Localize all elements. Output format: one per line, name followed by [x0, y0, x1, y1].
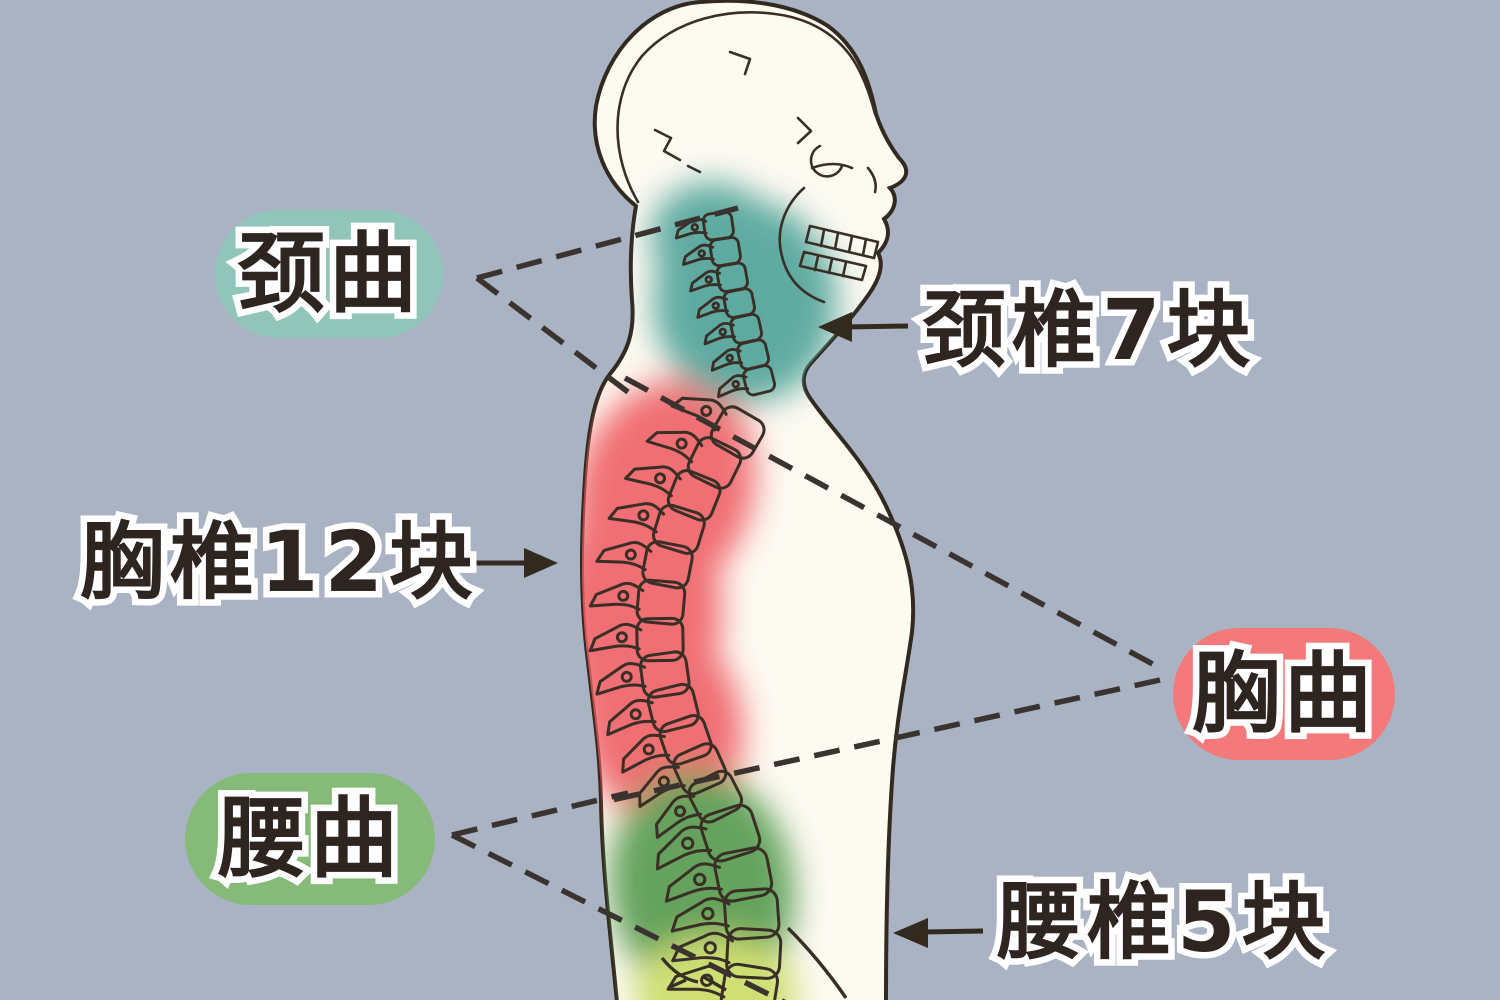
dashed-cervical-upper — [476, 205, 739, 281]
cervical-highlight — [650, 182, 774, 290]
lumbar-curve-badge: 腰曲 腰曲 — [185, 773, 435, 905]
dashed-lumbar-lower — [450, 832, 787, 1000]
spine-line-art — [587, 209, 848, 1000]
dashed-thoracic-lower — [611, 677, 1161, 803]
thoracic-curve-label: 胸曲 胸曲 — [1185, 642, 1378, 745]
dashed-connectors — [450, 205, 1162, 1000]
thoracic-curve-badge: 胸曲 胸曲 — [1173, 628, 1395, 760]
cervical-curve-label: 颈曲 颈曲 — [230, 222, 423, 325]
lumbar-arrow — [893, 918, 984, 948]
hip-crease-line — [786, 926, 848, 999]
dashed-lumbar-upper — [451, 790, 629, 838]
skull-line-art — [616, 11, 880, 304]
annotation-arrows — [472, 312, 984, 948]
dashed-thoracic-upper — [623, 375, 1162, 671]
thoracic-arrow — [472, 548, 558, 578]
cervical-arrow — [818, 312, 909, 342]
thoracic-count-annotation: 胸椎12块 胸椎12块 — [74, 513, 480, 611]
sacrum-line-art — [660, 956, 727, 992]
cervical-curve-badge: 颈曲 颈曲 — [215, 210, 443, 338]
dashed-cervical-lower — [475, 275, 630, 395]
cervical-count-annotation: 颈椎7块 颈椎7块 — [915, 281, 1257, 379]
lumbar-count-annotation: 腰椎5块 腰椎5块 — [990, 873, 1332, 971]
lumbar-curve-label: 腰曲 腰曲 — [211, 787, 404, 890]
